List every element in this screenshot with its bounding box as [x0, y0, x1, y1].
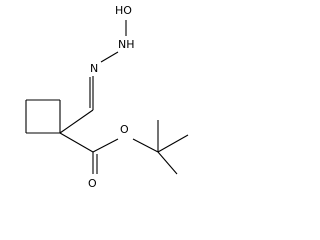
structure-diagram: HO NH N O O: [25, 4, 189, 190]
bond-carbonyl-to-ether-oxygen: [92, 138, 119, 153]
cyclobutane-ring: [25, 99, 61, 134]
hydroxyl-label: HO: [115, 4, 132, 17]
carbonyl-double-bond: [92, 152, 98, 174]
imine-double-bond: [89, 76, 94, 110]
bond-quaternary-carbon-to-carbonyl: [59, 132, 94, 153]
ester-carbonyl-oxygen-label: O: [88, 177, 97, 190]
bond-quaternary-carbon-to-methine: [59, 109, 94, 134]
imine-nitrogen-label: N: [90, 62, 98, 75]
ester-ether-oxygen-label: O: [120, 123, 129, 136]
bond-imine-n-to-amine: [100, 51, 119, 63]
amine-label: NH: [118, 38, 135, 51]
tert-butyl-methyl-right: [157, 134, 189, 153]
tert-butyl-group: [157, 120, 189, 175]
tert-butyl-methyl-down: [157, 151, 178, 175]
bond-ether-oxygen-to-tert-butyl: [132, 138, 159, 153]
